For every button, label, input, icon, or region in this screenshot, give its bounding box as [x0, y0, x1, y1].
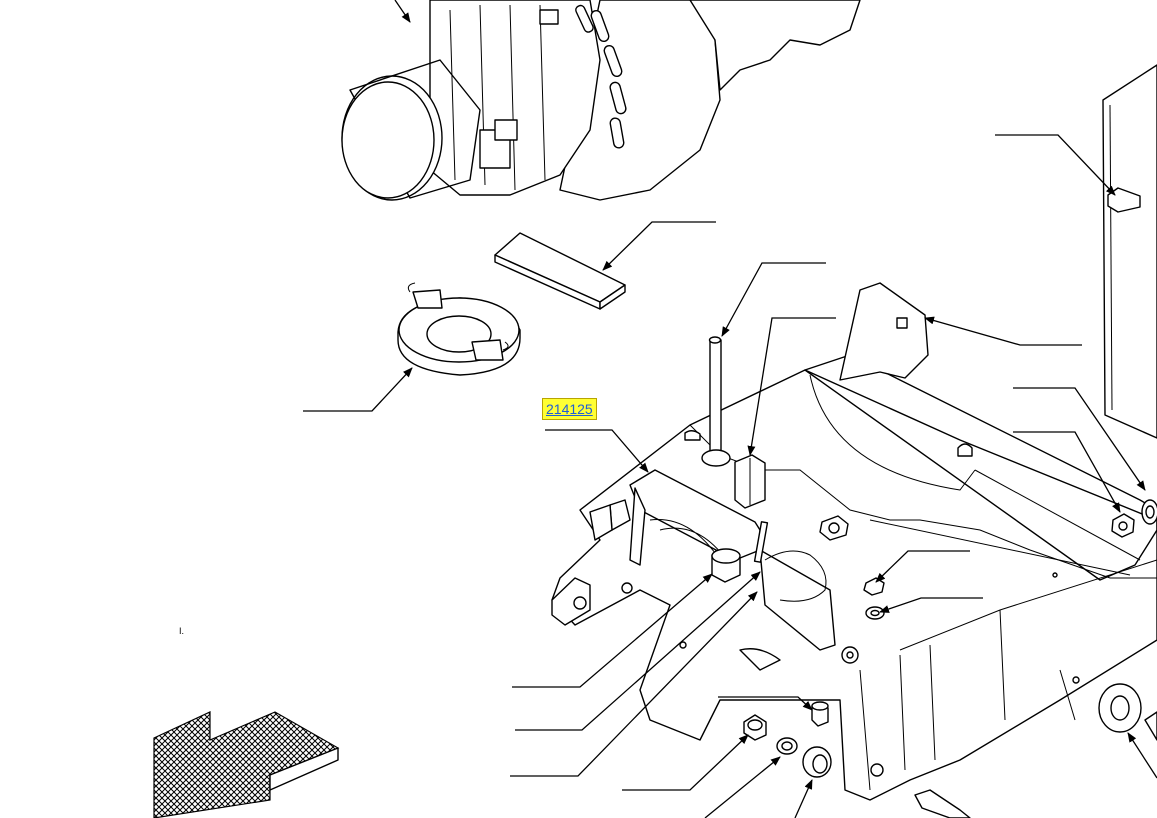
leader-gasket	[602, 221, 716, 271]
callout-leaders	[303, 0, 1157, 818]
side-panel	[1102, 64, 1157, 439]
base-frame	[551, 282, 1157, 801]
leader-panel-bolt	[995, 134, 1116, 196]
leader-frame-washer	[879, 597, 983, 613]
leader-rod	[721, 262, 826, 337]
leader-washer	[704, 756, 781, 818]
leader-motor	[394, 0, 411, 23]
leader-grommet	[794, 779, 813, 818]
leader-bracket	[924, 316, 1082, 346]
leader-small-bolt	[718, 696, 813, 711]
ring-clamp	[397, 282, 521, 376]
direction-arrow-icon	[153, 711, 340, 818]
leader-panel-washer	[1013, 387, 1146, 491]
stray-mark: I.	[179, 626, 185, 636]
part-number-link-214125[interactable]: 214125	[542, 398, 597, 420]
leader-right-nut	[1013, 431, 1121, 513]
leader-switch	[510, 591, 758, 777]
leader-bolt-head	[512, 573, 713, 688]
motor-cooling-slots	[575, 4, 627, 149]
leader-ring-clamp	[303, 367, 413, 412]
gasket-pad	[494, 232, 626, 310]
leader-post	[747, 317, 836, 456]
loose-hardware	[743, 683, 1157, 818]
motor-assembly	[341, 0, 861, 201]
standoff-rod	[709, 339, 722, 461]
leader-foot	[1127, 732, 1157, 779]
leader-nut	[622, 734, 749, 791]
leader-214125	[545, 429, 649, 473]
leader-switch-screw	[515, 571, 761, 731]
leader-frame-nut	[875, 550, 970, 583]
